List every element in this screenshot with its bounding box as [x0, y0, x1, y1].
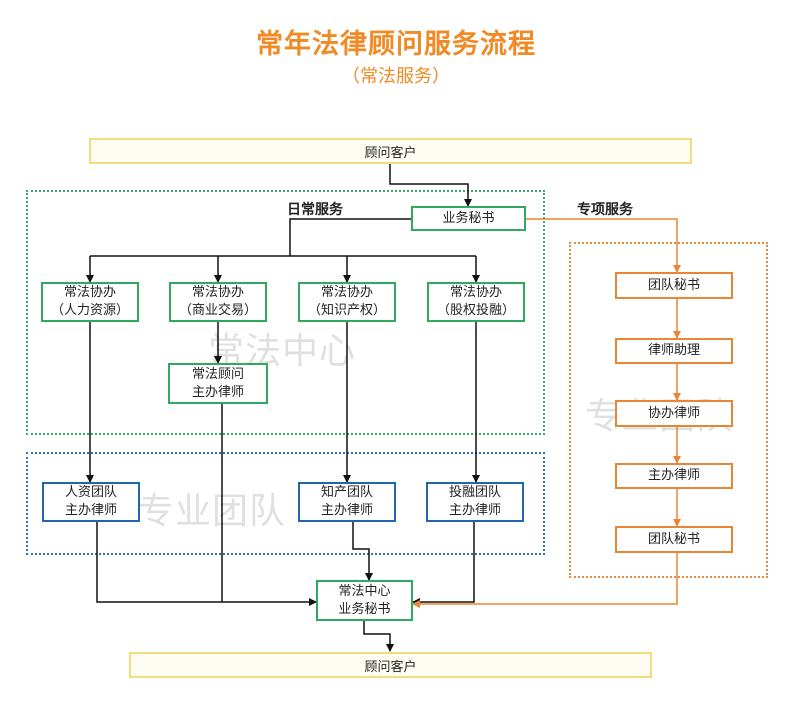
- top-client-label: 顾问客户: [364, 145, 417, 161]
- connector-hr-team-to-center: [96, 522, 317, 606]
- team-region: [26, 452, 545, 555]
- special-step-5-label: 团队秘书: [647, 531, 700, 547]
- business-secretary-box: 业务秘书: [411, 206, 526, 231]
- connector-special-to-center: [412, 553, 678, 608]
- assist-trade-line2: （商业交易）: [178, 303, 257, 318]
- assist-equity-line2: （股权投融）: [436, 303, 515, 318]
- team-ip-box: 知产团队 主办律师: [298, 482, 396, 522]
- special-step-1-label: 团队秘书: [647, 277, 700, 293]
- connector-secretary-to-special: [526, 218, 681, 273]
- special-step-lawyer-assistant: 律师助理: [615, 338, 733, 364]
- daily-service-label: 日常服务: [287, 202, 343, 218]
- special-step-lead-lawyer: 主办律师: [615, 463, 733, 489]
- team-equity-line2: 主办律师: [448, 503, 501, 518]
- business-secretary-label: 业务秘书: [442, 210, 495, 226]
- advisor-lead-lawyer-box: 常法顾问 主办律师: [168, 363, 268, 404]
- assist-equity-box: 常法协办 （股权投融）: [427, 282, 525, 322]
- team-equity-box: 投融团队 主办律师: [426, 482, 524, 522]
- top-client-bar: 顾问客户: [89, 138, 692, 164]
- connector-equity-team-to-center: [412, 522, 475, 606]
- special-step-2-label: 律师助理: [647, 343, 700, 358]
- special-step-3-label: 协办律师: [647, 405, 700, 421]
- special-service-label: 专项服务: [577, 202, 633, 218]
- bottom-client-label: 顾问客户: [364, 659, 417, 675]
- team-hr-line1: 人资团队: [64, 485, 117, 500]
- special-step-team-secretary-1: 团队秘书: [615, 272, 733, 299]
- special-step-4-label: 主办律师: [647, 468, 700, 483]
- center-secretary-line1: 常法中心: [338, 583, 391, 599]
- connector-secretary-branch: [289, 218, 411, 256]
- team-hr-line2: 主办律师: [64, 503, 117, 518]
- team-ip-line2: 主办律师: [320, 503, 373, 518]
- assist-ip-box: 常法协办 （知识产权）: [298, 282, 396, 322]
- assist-hr-line1: 常法协办: [63, 285, 116, 300]
- connector-client-to-secretary: [389, 164, 472, 207]
- special-step-team-secretary-2: 团队秘书: [615, 526, 733, 553]
- assist-ip-line2: （知识产权）: [307, 303, 386, 318]
- assist-hr-box: 常法协办 （人力资源）: [41, 282, 139, 322]
- advisor-line2: 主办律师: [191, 384, 244, 400]
- connector-center-to-client: [363, 621, 394, 652]
- assist-equity-line1: 常法协办: [449, 285, 502, 300]
- watermark-team-left: 专业团队: [138, 491, 287, 532]
- assist-trade-box: 常法协办 （商业交易）: [169, 282, 267, 322]
- team-ip-line1: 知产团队: [320, 485, 373, 500]
- advisor-line1: 常法顾问: [191, 366, 244, 382]
- center-secretary-line2: 业务秘书: [338, 601, 391, 617]
- assist-hr-line2: （人力资源）: [50, 303, 129, 318]
- page-subtitle: （常法服务）: [342, 66, 450, 87]
- special-step-assisting-lawyer: 协办律师: [615, 400, 733, 427]
- page-title: 常年法律顾问服务流程: [256, 29, 536, 60]
- assist-ip-line1: 常法协办: [320, 285, 373, 300]
- daily-service-region: [26, 190, 545, 435]
- team-hr-box: 人资团队 主办律师: [42, 482, 140, 522]
- center-secretary-box: 常法中心 业务秘书: [316, 580, 413, 621]
- team-equity-line1: 投融团队: [448, 485, 501, 500]
- special-service-region: [569, 242, 768, 578]
- connector-ip-team-to-center: [352, 522, 373, 581]
- assist-trade-line1: 常法协办: [191, 285, 244, 300]
- bottom-client-bar: 顾问客户: [129, 652, 652, 678]
